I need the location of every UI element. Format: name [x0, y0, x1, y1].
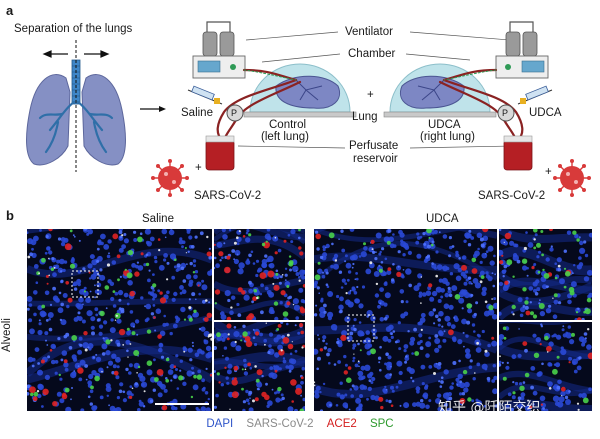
left-lung-icon — [275, 75, 340, 109]
legend-spc: SPC — [369, 418, 394, 430]
saline-inset-bottom — [214, 322, 305, 411]
separation-text: Separation of the lungs — [14, 23, 133, 35]
left-syringe-icon — [187, 85, 223, 105]
udca-label: UDCA — [529, 107, 562, 119]
left-plus: + — [195, 162, 202, 174]
right-lung-icon — [400, 75, 465, 109]
right-ventilator-icon — [495, 21, 549, 79]
panel-b-label: b — [6, 208, 14, 223]
left-lung-sublabel: (left lung) — [261, 131, 309, 143]
udca-main-micrograph — [314, 229, 497, 411]
perfusate-label: Perfusate — [349, 140, 399, 152]
alveoli-row-label: Alveoli — [1, 318, 13, 352]
watermark-text: 知乎 @阡陌交织 — [438, 400, 541, 416]
left-pump-icon — [226, 104, 244, 122]
right-control-label: UDCA — [428, 119, 461, 131]
left-control-label: Control — [269, 119, 307, 131]
lungs-icon — [26, 40, 126, 172]
panel-a-illustration — [26, 21, 591, 197]
right-pump-icon — [497, 104, 515, 122]
right-pump-label: P — [502, 108, 509, 118]
saline-inset-top — [214, 229, 305, 320]
left-virus-label: SARS-CoV-2 — [194, 190, 262, 202]
lung-label: Lung — [352, 111, 378, 123]
saline-title: Saline — [142, 213, 174, 225]
legend-ace2: ACE2 — [326, 418, 357, 430]
saline-main-micrograph — [27, 229, 212, 411]
plus-center: + — [367, 89, 374, 101]
left-pump-label: P — [231, 108, 238, 118]
ventilator-label: Ventilator — [345, 26, 393, 38]
right-lung-sublabel: (right lung) — [420, 131, 475, 143]
right-reservoir-icon — [503, 135, 533, 171]
right-syringe-icon — [517, 85, 553, 105]
reservoir-label: reservoir — [353, 153, 398, 165]
udca-title: UDCA — [426, 213, 459, 225]
saline-label: Saline — [181, 107, 213, 119]
chamber-label: Chamber — [348, 48, 396, 60]
left-virus-icon — [151, 159, 189, 197]
legend-sars-cov-2: SARS-CoV-2 — [246, 418, 314, 430]
udca-inset-bottom — [499, 322, 592, 411]
udca-inset-top — [499, 229, 592, 320]
channel-legend: DAPI SARS-CoV-2 ACE2 SPC — [0, 418, 600, 430]
left-reservoir-icon — [205, 135, 235, 171]
panel-a-label: a — [6, 3, 14, 18]
right-plus: + — [545, 166, 552, 178]
left-ventilator-icon — [192, 21, 246, 79]
right-virus-icon — [553, 159, 591, 197]
legend-dapi: DAPI — [206, 418, 234, 430]
separation-arrows — [42, 50, 110, 58]
process-arrow — [140, 106, 166, 112]
right-virus-label: SARS-CoV-2 — [478, 190, 546, 202]
